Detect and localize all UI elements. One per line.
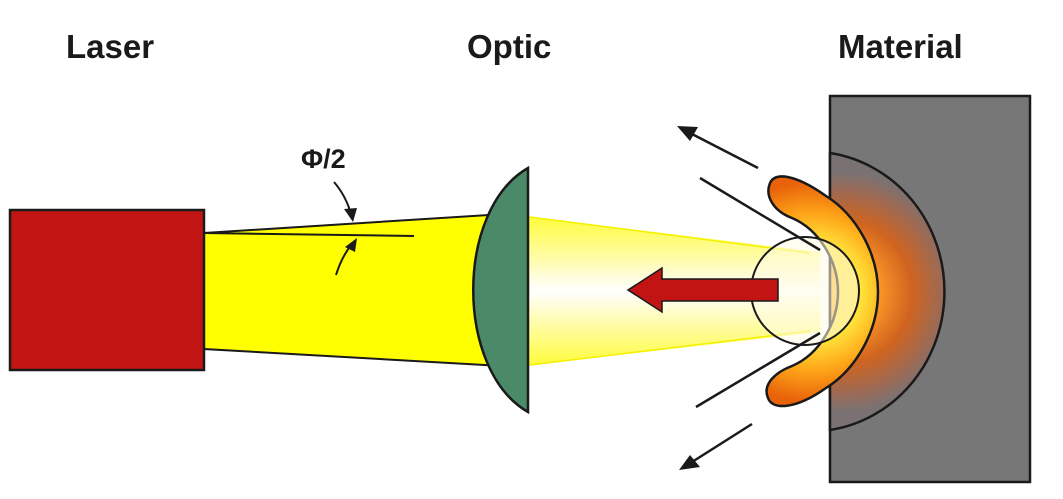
arrow-icon	[689, 131, 759, 170]
laser-body	[8, 208, 206, 372]
laser-label: Laser	[66, 28, 154, 65]
angle-arrowhead-lower	[345, 238, 357, 252]
focused-beam-edge-top	[521, 215, 811, 254]
arrow-left-icon	[626, 266, 779, 314]
spatter-line-bottom	[695, 331, 821, 409]
focused-beam-edge-bottom	[521, 330, 811, 367]
material-label: Material	[838, 28, 963, 65]
optic-label: Optic	[467, 28, 551, 65]
spatter-line-top	[699, 176, 821, 252]
optic-lens	[472, 165, 530, 415]
arrow-icon	[691, 422, 753, 464]
divergence-reference-line	[203, 232, 415, 237]
arrowhead-icon	[677, 126, 698, 141]
angle-arrowhead-upper	[344, 208, 357, 222]
arrowhead-icon	[679, 455, 700, 470]
half-angle-label: Φ/2	[301, 144, 346, 174]
heat-affected-zone	[828, 151, 946, 432]
